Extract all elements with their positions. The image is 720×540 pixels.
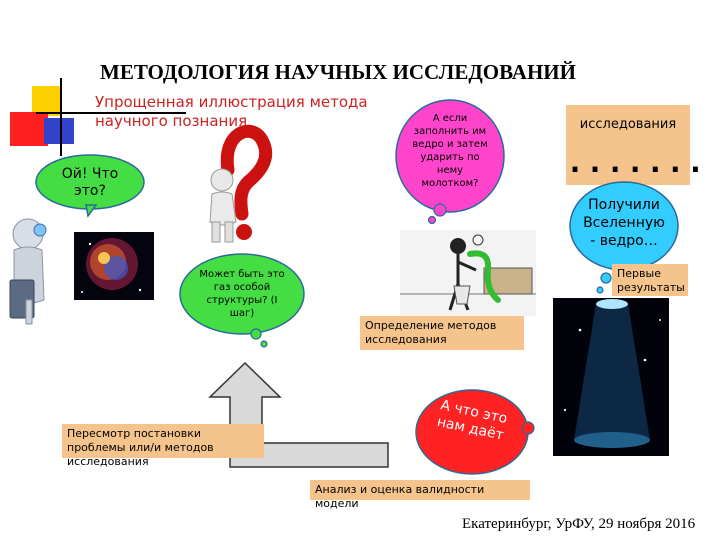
revision-box: Пересмотр постановки проблемы или/и мето…	[62, 424, 264, 468]
question-figure-illustration	[209, 124, 273, 243]
bubble-oi	[35, 154, 145, 218]
bubble-what-gives	[415, 389, 535, 475]
universe-bucket-image	[553, 298, 669, 456]
subtitle-line-2: научного познания	[95, 112, 248, 130]
nebula-image	[74, 232, 154, 300]
first-results-box: Первые результаты	[612, 264, 688, 296]
bubble-bucket	[395, 99, 505, 225]
deco-square-red	[10, 112, 48, 146]
research-box	[566, 105, 690, 185]
deco-square-yellow	[32, 86, 62, 116]
deco-vertical-line	[60, 78, 62, 156]
research-label: исследования	[579, 117, 677, 132]
page-title: МЕТОДОЛОГИЯ НАУЧНЫХ ИССЛЕДОВАНИЙ	[100, 60, 576, 84]
bubble-bucket-text: А если заполнить им ведро и затем ударит…	[412, 113, 488, 189]
deco-square-blue	[44, 118, 74, 144]
bubble-gas-text: Может быть это газ особой структуры? (I …	[199, 269, 285, 319]
footer-location-date: Екатеринбург, УрФУ, 29 ноября 2016	[462, 516, 696, 532]
bucket-scene-image	[400, 230, 536, 316]
bubble-gas	[179, 253, 305, 348]
robot-figure-illustration	[9, 218, 47, 325]
bubble-universe-text: Получили Вселенную - ведро…	[583, 197, 665, 249]
subtitle: Упрощенная иллюстрация метода научного п…	[95, 93, 395, 131]
deco-horizontal-line	[36, 112, 186, 114]
bubble-oi-text: Ой! Что это?	[61, 166, 119, 199]
subtitle-line-1: Упрощенная иллюстрация метода	[95, 93, 368, 111]
research-dots: .......	[566, 145, 707, 180]
analysis-box: Анализ и оценка валидности модели	[310, 480, 530, 510]
methods-box: Определение методов исследования	[360, 316, 524, 350]
